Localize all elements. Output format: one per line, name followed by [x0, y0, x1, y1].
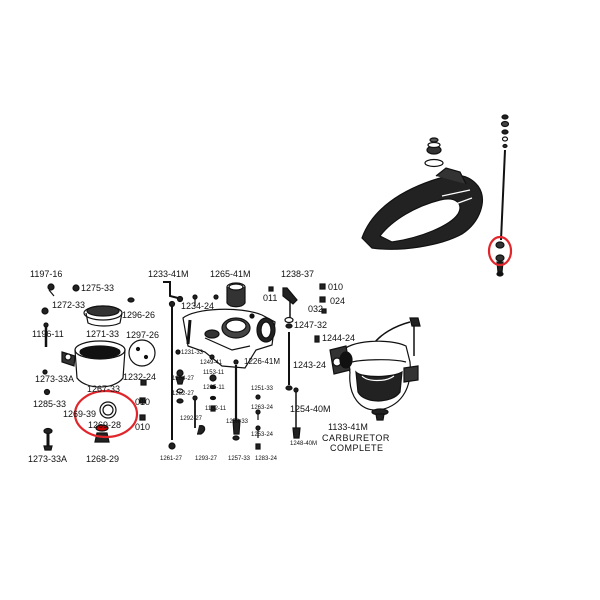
label-1254-40m: 1254-40M [290, 404, 331, 414]
label-1269-39: 1269-39 [63, 409, 97, 419]
carburetor-caption-line2: COMPLETE [330, 443, 384, 454]
label-1271-33: 1271-33 [86, 329, 120, 339]
label-1133-41m: 1133-41M [328, 422, 368, 432]
label-1205-11: 1205-11 [203, 385, 225, 391]
label-1273-33a-bottom: 1273-33A [28, 454, 68, 464]
highlight-circle-gasket [73, 389, 139, 439]
label-1258-33: 1258-33 [226, 419, 249, 425]
label-1264-27: 1264-27 [172, 376, 195, 382]
label-1243-24: 1243-24 [293, 360, 327, 370]
label-010-b: 010 [135, 422, 151, 432]
label-1265-41m: 1265-41M [210, 269, 251, 279]
middle-parts [163, 281, 276, 450]
label-010-c: 010 [328, 282, 344, 292]
label-1275-33: 1275-33 [81, 283, 115, 293]
label-1261-27: 1261-27 [160, 456, 183, 462]
label-1231-33: 1231-33 [181, 350, 204, 356]
label-1269-28: 1269-28 [88, 420, 122, 430]
left-parts [41, 283, 156, 451]
highlight-circle-needle [487, 235, 513, 267]
label-1247-32: 1247-32 [294, 320, 328, 330]
label-1197-16: 1197-16 [30, 269, 63, 279]
label-1152-11: 1152-11 [205, 406, 227, 412]
carburetor-caption-line1: CARBURETOR [322, 433, 390, 443]
label-1262-27: 1262-27 [172, 391, 195, 397]
label-1196-11: 1196-11 [32, 329, 64, 339]
label-1153-11: 1153-11 [203, 370, 225, 376]
label-1285-33: 1285-33 [33, 399, 67, 409]
label-1268-29: 1268-29 [86, 454, 120, 464]
carburetor-complete-caption: CARBURETOR COMPLETE [322, 433, 390, 454]
label-1292-27: 1292-27 [180, 416, 203, 422]
label-032: 032 [308, 304, 324, 314]
label-1234-24: 1234-24 [181, 301, 215, 311]
label-1253-24: 1253-24 [251, 432, 274, 438]
label-1251-33: 1251-33 [251, 386, 274, 392]
label-1297-26: 1297-26 [126, 330, 160, 340]
label-024: 024 [330, 296, 346, 306]
label-1283-24: 1283-24 [255, 456, 278, 462]
label-1248-40m: 1248-40M [290, 441, 318, 447]
label-1249-41: 1249-41 [200, 360, 223, 366]
label-1296-26: 1296-26 [122, 310, 156, 320]
label-1244-24: 1244-24 [322, 333, 356, 343]
label-1233-41m: 1233-41M [148, 269, 189, 279]
label-1293-27: 1293-27 [195, 456, 218, 462]
label-1226-41m: 1226-41M [244, 357, 281, 366]
label-1238-37: 1238-37 [281, 269, 315, 279]
label-1267-33: 1267-33 [87, 384, 121, 394]
label-011: 011 [263, 293, 278, 303]
needle-rod-assembly [495, 114, 510, 277]
highlight-circles [73, 235, 513, 439]
label-1273-33a-top: 1273-33A [35, 374, 75, 384]
label-010-a: 010 [135, 397, 151, 407]
label-1272-33: 1272-33 [52, 300, 86, 310]
label-1232-24: 1232-24 [123, 372, 157, 382]
right-parts [268, 283, 421, 439]
label-1263-24: 1263-24 [251, 405, 274, 411]
tank-casting [361, 137, 483, 250]
label-1257-33: 1257-33 [228, 456, 251, 462]
